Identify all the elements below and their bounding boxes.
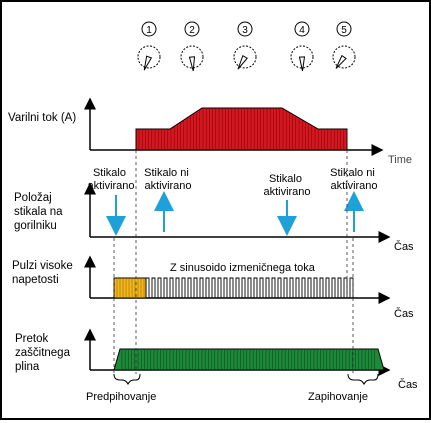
pre-flow-label: Predpihovanje — [86, 391, 156, 403]
switch-axis-label: Čas — [394, 240, 414, 253]
dial-needle-icon — [298, 56, 306, 72]
current-row-label: Varilni tok (A) — [8, 112, 76, 124]
phase-dial-5: 5 — [332, 21, 356, 69]
dial-needle-icon — [143, 55, 153, 71]
phase-dial-3: 3 — [233, 21, 257, 70]
dial-needle-icon — [188, 56, 196, 72]
phase-dial-4: 4 — [290, 21, 314, 72]
post-flow-label: Zapihovanje — [308, 391, 368, 403]
phase-number: 2 — [189, 25, 195, 36]
switch-row: Čas Stikalo aktivirano Stikalo ni aktivi… — [84, 167, 414, 253]
shielding-gas-profile — [113, 348, 385, 371]
switch-event-4-label: Stikalo ni aktivirano — [330, 167, 378, 192]
hf-axis-label: Čas — [394, 307, 414, 320]
phase-number: 3 — [242, 25, 248, 36]
post-flow-brace — [347, 373, 379, 386]
hf-row-label: Pulzi visoke napetosti — [12, 260, 76, 286]
dial-needle-icon — [237, 55, 248, 70]
hf-square-wave — [145, 277, 356, 299]
phase-number: 5 — [341, 25, 347, 36]
current-hatch — [138, 109, 348, 149]
phase-number-circle — [184, 21, 200, 37]
gas-row: Čas Predpihovanje Zapihovanje — [84, 328, 418, 403]
phase-number-circle — [237, 21, 253, 37]
tig-welding-sequence-diagram: 1 2 3 4 5 Varilni tok (A) Položaj stikala na… — [8, 21, 418, 403]
switch-event-1-label: Stikalo aktivirano — [87, 167, 134, 192]
phase-number-circle — [336, 21, 352, 37]
current-row: Time — [84, 97, 412, 166]
phase-dial-1: 1 — [137, 21, 161, 71]
hf-row: Z sinusoido izmeničnega toka Čas — [84, 255, 414, 320]
pre-flow-brace — [113, 373, 141, 386]
hf-pulse-train — [116, 277, 356, 299]
switch-event-2-label: Stikalo ni aktivirano — [144, 167, 192, 192]
switch-event-3-label: Stikalo aktivirano — [263, 173, 310, 198]
gas-axis-label: Čas — [398, 378, 418, 391]
phase-dials: 1 2 3 4 5 — [137, 21, 356, 72]
current-axis-label: Time — [388, 154, 412, 166]
phase-number-circle — [294, 21, 310, 37]
phase-number: 4 — [299, 25, 305, 36]
hf-caption: Z sinusoido izmeničnega toka — [170, 262, 316, 274]
phase-number-circle — [141, 21, 157, 37]
gas-row-label: Pretok zaščitnega plina — [15, 333, 73, 373]
phase-number: 1 — [146, 25, 152, 36]
gas-hatch — [121, 350, 376, 369]
dial-needle-icon — [335, 54, 347, 69]
guide-lines — [113, 150, 354, 374]
phase-dial-2: 2 — [180, 21, 204, 72]
switch-row-label: Položaj stikala na gorilniku — [14, 192, 66, 232]
